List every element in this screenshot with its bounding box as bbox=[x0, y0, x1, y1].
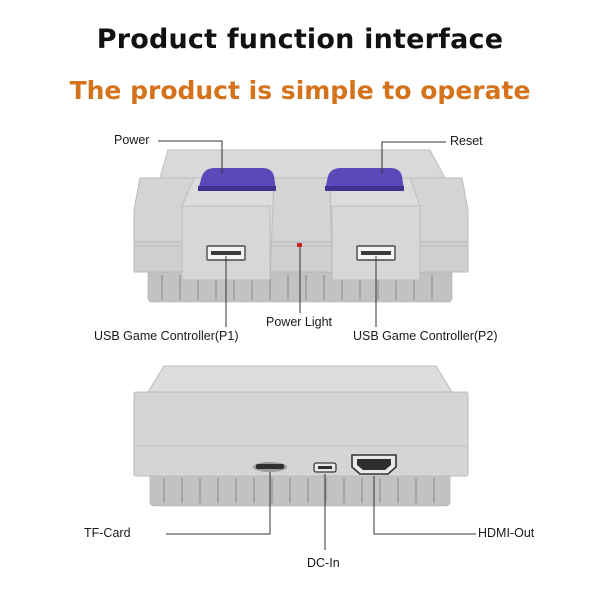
label-tf-card: TF-Card bbox=[84, 526, 131, 540]
tf-card-slot bbox=[253, 462, 287, 472]
hdmi-out-port bbox=[351, 454, 397, 475]
label-usb-p1: USB Game Controller(P1) bbox=[94, 329, 239, 343]
page-title: Product function interface bbox=[96, 24, 504, 55]
power-switch bbox=[198, 168, 276, 191]
label-power-light: Power Light bbox=[266, 315, 333, 329]
reset-switch bbox=[325, 168, 404, 191]
power-light-led bbox=[297, 243, 302, 247]
page-subtitle: The product is simple to operate bbox=[69, 76, 531, 105]
label-usb-p2: USB Game Controller(P2) bbox=[353, 329, 498, 343]
label-hdmi-out: HDMI-Out bbox=[478, 526, 535, 540]
bottom-callouts bbox=[166, 472, 476, 550]
top-callouts bbox=[158, 140, 446, 327]
console-back-view bbox=[133, 365, 469, 507]
label-power: Power bbox=[114, 133, 150, 147]
label-reset: Reset bbox=[450, 134, 483, 148]
dc-in-port bbox=[313, 462, 337, 473]
label-dc-in: DC-In bbox=[307, 556, 340, 570]
console-front-view bbox=[133, 149, 469, 303]
